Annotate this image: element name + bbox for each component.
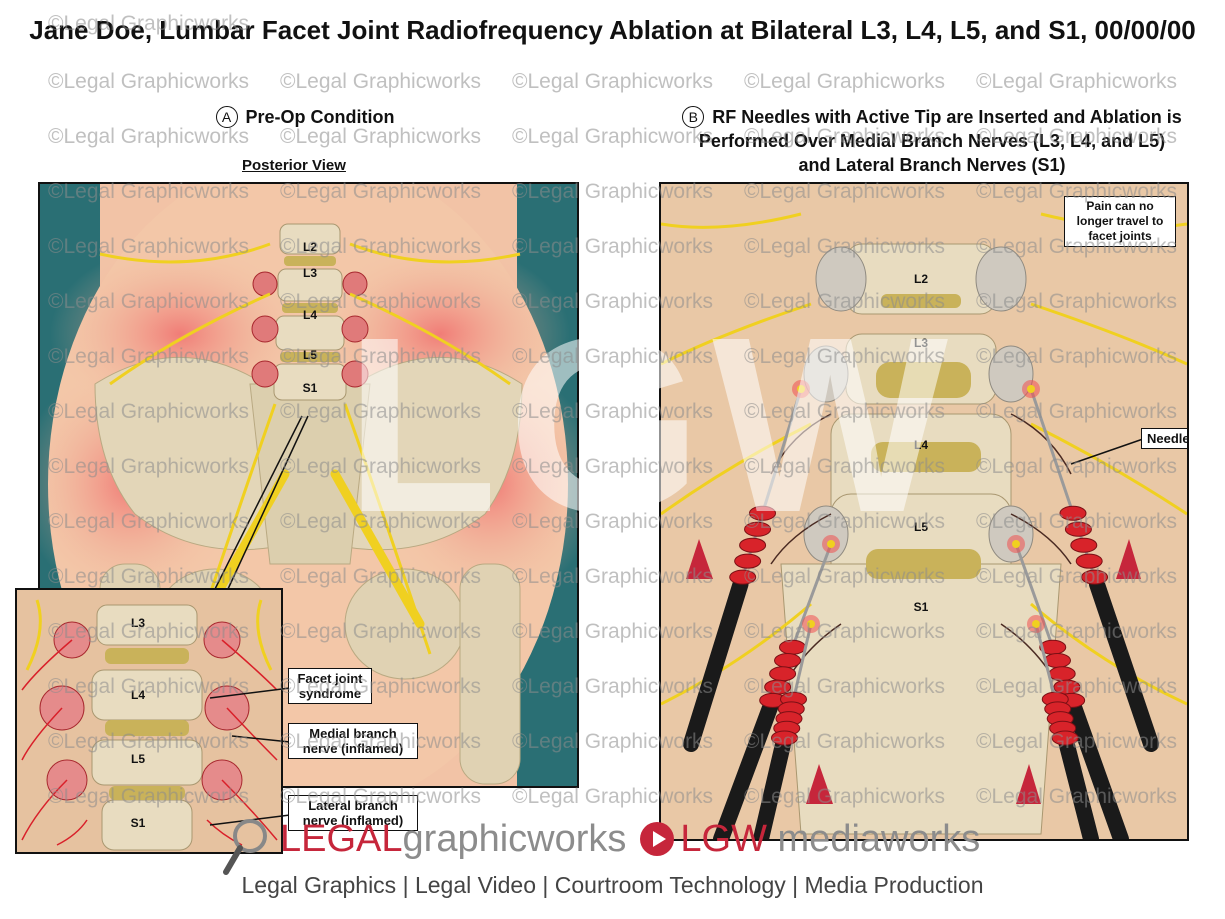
panel-a-label-l4: L4 <box>302 308 317 322</box>
needle-grip-ring <box>734 553 762 569</box>
needle-grip-ring <box>1051 730 1079 746</box>
needle-tip-core <box>807 620 815 628</box>
callout-lateral-branch: Lateral branch nerve (inflamed) <box>288 795 418 831</box>
inset-spine-illustration <box>21 599 278 851</box>
panel-b-letter: B <box>682 106 705 128</box>
needle-tip-core <box>827 540 835 548</box>
needle-grip-ring <box>1064 521 1092 537</box>
needle-tip-core <box>1027 385 1035 393</box>
needle-grip-ring <box>764 679 792 695</box>
needle-grip-ring <box>1075 553 1103 569</box>
brand-lgw: LGW <box>680 818 767 860</box>
needle-handle <box>1058 734 1099 839</box>
footer-brand: LEGALgraphicworks LGW mediaworks <box>280 818 980 860</box>
needle-handle <box>683 576 749 752</box>
play-icon <box>640 822 675 856</box>
needle-grip-ring <box>779 639 806 655</box>
needle-grip-ring <box>1043 653 1071 669</box>
panel-a-label-l2: L2 <box>302 240 317 254</box>
needle-grip-ring <box>739 537 767 553</box>
inset-label-s1: S1 <box>130 816 146 830</box>
brand-mediaworks: mediaworks <box>777 818 981 860</box>
needle-grip-ring <box>771 730 798 746</box>
inset-label-l3: L3 <box>130 616 145 630</box>
inset-closeup: L3 L4 L5 S1 <box>15 588 283 854</box>
needle-grip-ring <box>774 653 802 669</box>
needle-handle <box>713 698 779 839</box>
needle-grip-ring <box>729 569 757 585</box>
panel-b-label-l2: L2 <box>913 272 928 286</box>
needle-grip-ring <box>1081 569 1109 585</box>
panel-a-letter: A <box>215 106 238 128</box>
needle-grip-ring <box>1059 505 1087 521</box>
needle-grip-ring <box>744 521 772 537</box>
needle-handle <box>1065 698 1129 839</box>
footer-tagline: Legal Graphics | Legal Video | Courtroom… <box>241 872 984 898</box>
panel-a-subheading: Posterior View <box>242 157 346 174</box>
needle-tip-core <box>1012 540 1020 548</box>
needle-grip-ring <box>1048 666 1076 682</box>
needle-tip-core <box>797 385 805 393</box>
callout-needle: Needle <box>1141 428 1187 449</box>
panel-a-label-s1: S1 <box>302 381 318 395</box>
needle-grip-ring <box>769 666 797 682</box>
callout-medial-branch: Medial branch nerve (inflamed) <box>288 723 418 759</box>
panel-b-label-l4: L4 <box>913 438 928 452</box>
panel-a-heading: A Pre-Op Condition <box>195 105 415 129</box>
brand-graphicworks: graphicworks <box>402 818 627 860</box>
rf-ablation-illustration <box>661 212 1187 839</box>
brand-legal: LEGAL <box>280 818 403 860</box>
needle-handle <box>753 734 792 839</box>
callout-facet-joint: Facet joint syndrome <box>288 668 372 704</box>
callout-pain: Pain can no longer travel to facet joint… <box>1064 196 1176 247</box>
needle-grip-ring <box>1070 537 1098 553</box>
needle-grip-ring <box>749 505 776 521</box>
panel-a-label-l5: L5 <box>302 348 317 362</box>
page-title: Jane Doe, Lumbar Facet Joint Radiofreque… <box>29 15 1196 45</box>
panel-b-label-l5: L5 <box>913 520 928 534</box>
panel-b-label-s1: S1 <box>913 600 929 614</box>
panel-a-label-l3: L3 <box>302 266 317 280</box>
panel-b-illustration: L2 L3 L4 L5 S1 Pain can no longer travel… <box>659 182 1189 841</box>
needle-handle <box>1089 576 1159 752</box>
needle-tip-core <box>1032 620 1040 628</box>
panel-b-heading-text: RF Needles with Active Tip are Inserted … <box>698 107 1182 175</box>
panel-b-label-l3: L3 <box>913 336 928 350</box>
inset-label-l4: L4 <box>130 688 145 702</box>
magnifier-icon <box>223 819 267 875</box>
panel-a-heading-text: Pre-Op Condition <box>245 107 395 127</box>
inset-label-l5: L5 <box>130 752 145 766</box>
rf-needles <box>683 380 1159 839</box>
